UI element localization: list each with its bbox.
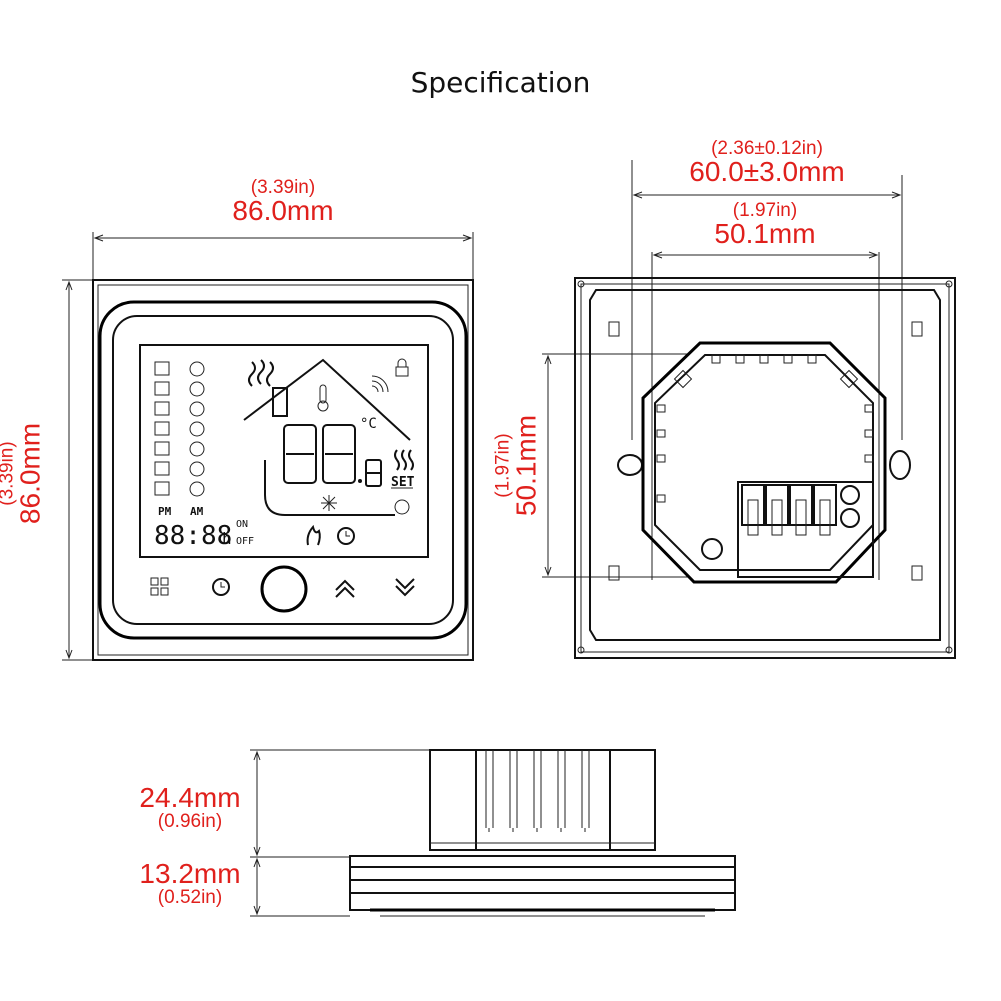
front-width-mm: 86.0mm bbox=[232, 195, 334, 226]
up-icon[interactable] bbox=[335, 579, 355, 598]
menu-icon[interactable] bbox=[150, 577, 169, 596]
side-front-depth-mm: 13.2mm bbox=[139, 858, 241, 889]
front-height-label: (3.39in) 86.0mm bbox=[0, 389, 46, 559]
back-outer-width-mm: 60.0±3.0mm bbox=[689, 156, 845, 187]
down-icon[interactable] bbox=[395, 578, 415, 597]
power-button[interactable] bbox=[260, 565, 308, 613]
back-height-mm: 50.1mm bbox=[510, 414, 542, 517]
heating-icon bbox=[394, 449, 414, 471]
am-label: AM bbox=[190, 505, 204, 518]
front-width-in: (3.39in) bbox=[250, 177, 316, 198]
side-back-depth-label: 24.4mm (0.96in) bbox=[120, 782, 260, 832]
on-label: ON bbox=[236, 519, 248, 530]
heat-wave-icon bbox=[248, 359, 274, 387]
hour-unit: h bbox=[222, 529, 232, 548]
side-front-depth-label: 13.2mm (0.52in) bbox=[120, 858, 260, 908]
wifi-icon bbox=[371, 375, 389, 393]
front-height-mm: 86.0mm bbox=[14, 422, 46, 525]
snowflake-icon bbox=[321, 495, 337, 511]
page-title: Specification bbox=[410, 66, 591, 99]
program-icons bbox=[154, 361, 205, 497]
back-inner-width-mm: 50.1mm bbox=[714, 218, 816, 249]
schedule-clock-icon bbox=[337, 527, 355, 545]
front-width-label: (3.39in) 86.0mm bbox=[183, 178, 383, 225]
eco-icon bbox=[394, 499, 410, 515]
pm-label: PM bbox=[158, 505, 172, 518]
side-view bbox=[250, 749, 736, 917]
lock-icon bbox=[395, 358, 409, 377]
clock-icon[interactable] bbox=[212, 578, 230, 596]
off-label: OFF bbox=[236, 536, 254, 547]
front-view: °C SET PM AM 88:88 h ON OFF bbox=[62, 232, 474, 661]
back-inner-width-in: (1.97in) bbox=[732, 200, 798, 221]
flame-icon bbox=[306, 524, 321, 546]
side-back-depth-in: (0.96in) bbox=[157, 811, 223, 832]
side-front-depth-in: (0.52in) bbox=[157, 887, 223, 908]
back-height-label: (1.97in) 50.1mm bbox=[493, 381, 542, 551]
side-back-depth-mm: 24.4mm bbox=[139, 782, 241, 813]
back-view bbox=[542, 160, 956, 659]
back-outer-width-in: (2.36±0.12in) bbox=[711, 138, 823, 159]
lcd-main-digits bbox=[283, 424, 382, 487]
back-outer-width-label: (2.36±0.12in) 60.0±3.0mm bbox=[662, 139, 872, 186]
set-label: SET bbox=[391, 475, 415, 490]
back-inner-width-label: (1.97in) 50.1mm bbox=[665, 201, 865, 248]
thermometer-icon bbox=[317, 384, 329, 412]
lcd-time-digits: 88:88 bbox=[154, 521, 232, 551]
celsius-label: °C bbox=[360, 416, 377, 432]
